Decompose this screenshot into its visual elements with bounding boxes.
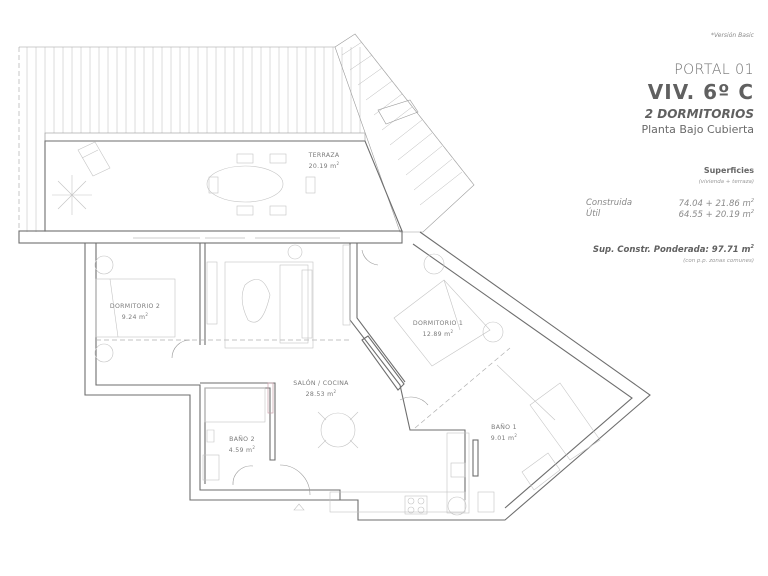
room-name: TERRAZA bbox=[308, 152, 340, 159]
room-area: 9.24 m2 bbox=[121, 312, 149, 322]
room-label-bano-2: BAÑO 2 4.59 m2 bbox=[229, 436, 255, 455]
room-label-dormitorio-2: DORMITORIO 2 9.24 m2 bbox=[110, 303, 160, 322]
room-name: DORMITORIO 1 bbox=[412, 320, 464, 327]
apartment-walls bbox=[84, 231, 651, 521]
terrace bbox=[18, 132, 403, 244]
room-label-terraza: TERRAZA 20.19 m2 bbox=[309, 152, 340, 171]
room-name: DORMITORIO 2 bbox=[109, 303, 161, 310]
surface-value: 64.55 + 20.19 m2 bbox=[678, 209, 754, 220]
room-label-dormitorio-1: DORMITORIO 1 12.89 m2 bbox=[413, 320, 463, 339]
room-area: 12.89 m2 bbox=[422, 329, 454, 339]
salon-furniture bbox=[206, 244, 470, 516]
portal-label: PORTAL 01 bbox=[674, 62, 754, 78]
unit-title: VIV. 6º C bbox=[647, 80, 754, 104]
version-note: *Versión Basic bbox=[711, 32, 754, 39]
room-area: 9.01 m2 bbox=[490, 433, 518, 443]
dormitorio-2-furniture bbox=[94, 255, 350, 363]
room-area: 20.19 m2 bbox=[308, 161, 340, 171]
weighted-surface-note: (con p.p. zonas comunes) bbox=[683, 258, 754, 264]
surface-value: 74.04 + 21.86 m2 bbox=[678, 198, 754, 209]
room-name: BAÑO 2 bbox=[229, 436, 255, 443]
room-name: SALÓN / COCINA bbox=[293, 380, 349, 387]
room-label-bano-1: BAÑO 1 9.01 m2 bbox=[491, 424, 517, 443]
floor-label: Planta Bajo Cubierta bbox=[641, 123, 754, 136]
roof-eave-hatch bbox=[18, 33, 475, 233]
bano-1-furniture bbox=[472, 382, 601, 513]
surfaces-subtitle: (vivienda + terraza) bbox=[698, 179, 754, 185]
surfaces-title: Superficies bbox=[703, 166, 754, 175]
room-label-salon-cocina: SALÓN / COCINA 28.53 m2 bbox=[293, 380, 348, 399]
bedrooms-label: 2 DORMITORIOS bbox=[644, 107, 754, 121]
room-area: 4.59 m2 bbox=[228, 445, 256, 455]
surface-label: Útil bbox=[586, 209, 601, 219]
bano-2-furniture bbox=[202, 382, 274, 486]
weighted-surface: Sup. Constr. Ponderada: 97.71 m2 bbox=[592, 244, 754, 255]
room-area: 28.53 m2 bbox=[305, 389, 337, 399]
room-name: BAÑO 1 bbox=[491, 424, 517, 431]
dormitorio-1-furniture bbox=[361, 249, 504, 406]
info-panel: *Versión Basic PORTAL 01 VIV. 6º C 2 DOR… bbox=[548, 0, 768, 300]
surface-label: Construida bbox=[586, 198, 633, 208]
